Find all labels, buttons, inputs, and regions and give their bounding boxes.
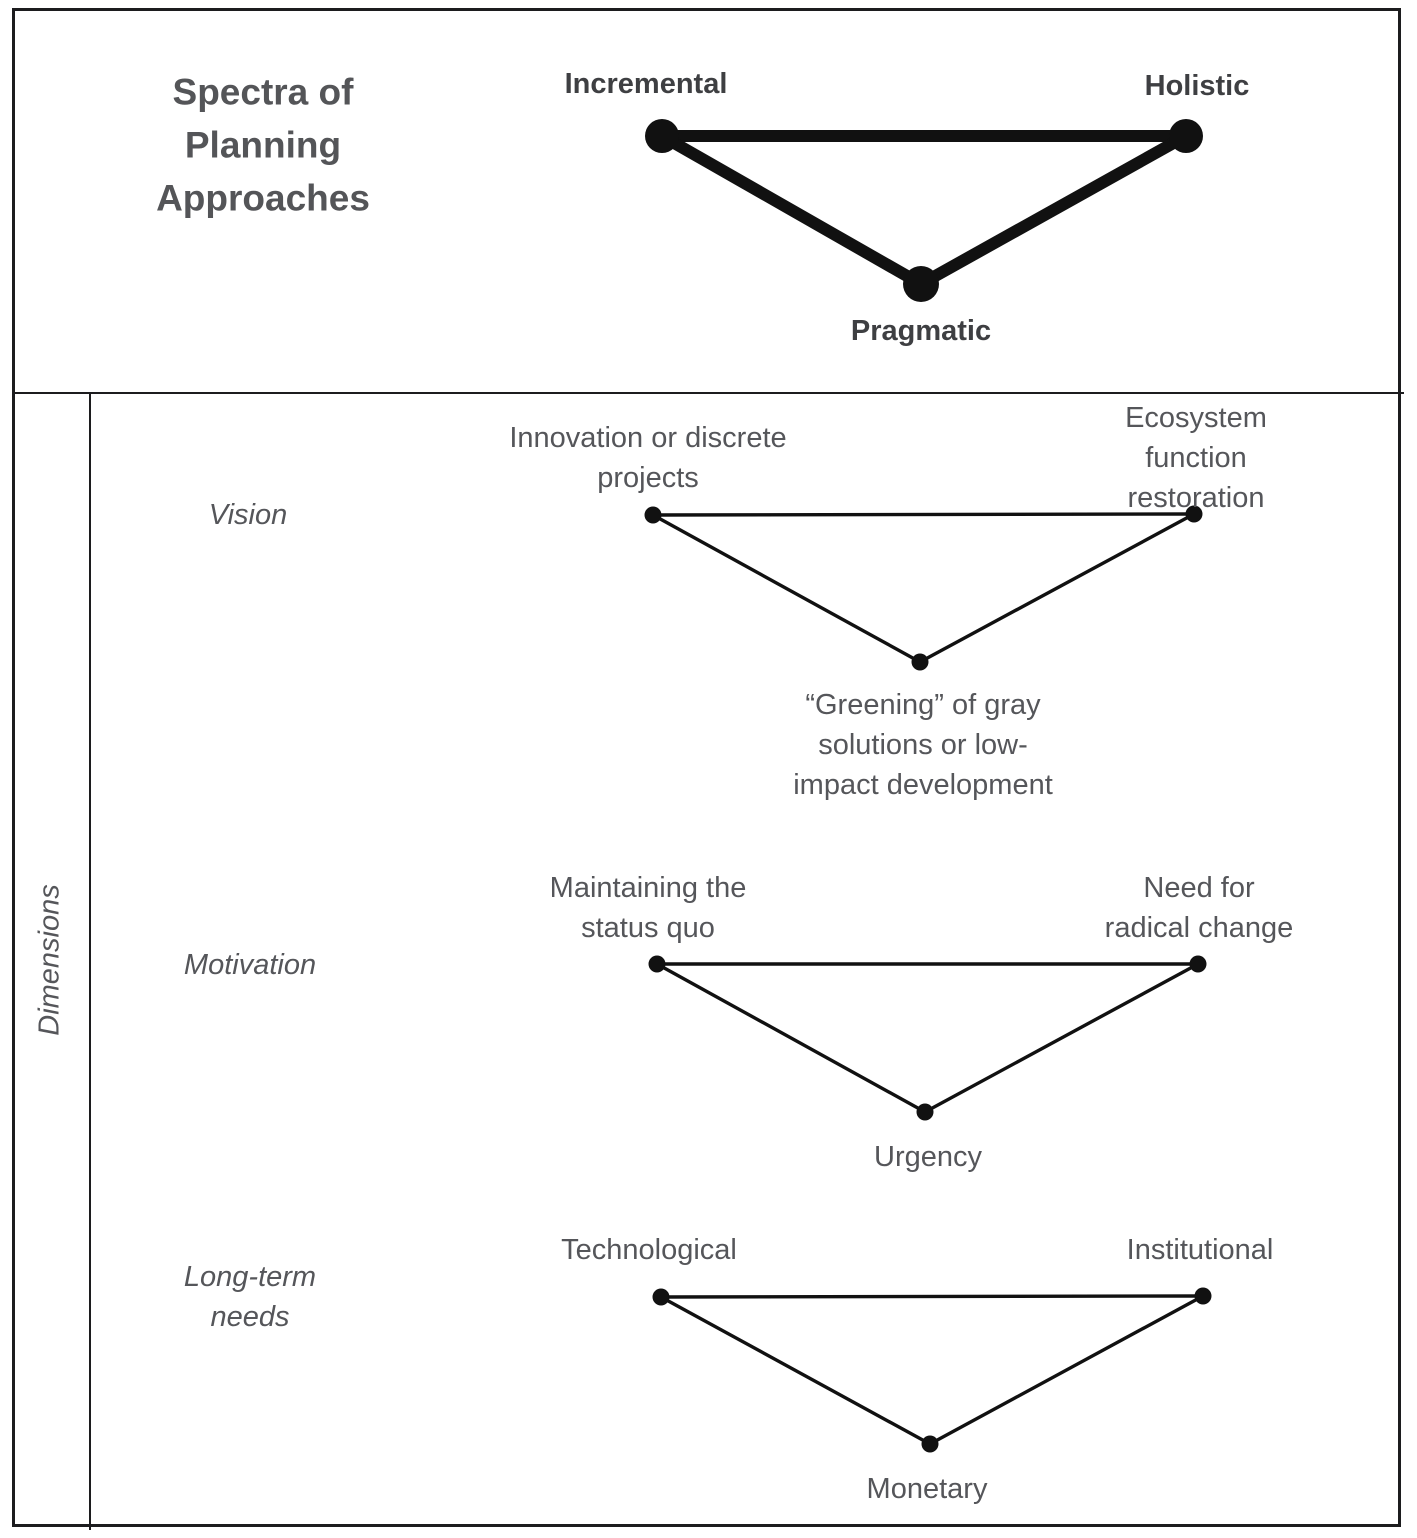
motivation-left-label: Maintaining the status quo [549,871,747,944]
row-label-vision: Vision [208,498,288,531]
dimensions-axis-label: Dimensions [33,884,66,1036]
figure-border [12,8,1401,1527]
vision-bottom-label: “Greening” of gray solutions or low- imp… [793,688,1053,802]
motivation-bottom-label: Urgency [874,1140,982,1173]
vision-left-label: Innovation or discrete projects [509,421,787,494]
figure-title: Spectra of Planning Approaches [156,71,370,219]
spectrum-left-label: Incremental [564,67,728,100]
row-label-motivation: Motivation [183,948,317,981]
dimensions-column-line [89,393,91,1530]
longterm-bottom-label: Monetary [866,1472,988,1505]
section-divider-line [12,392,1404,394]
row-label-long-term-needs: Long-term needs [183,1260,317,1333]
longterm-left-label: Technological [561,1233,737,1266]
spectrum-bottom-label: Pragmatic [850,314,992,347]
spectrum-right-label: Holistic [1144,69,1250,102]
motivation-right-label: Need for radical change [1104,871,1294,944]
vision-right-label: Ecosystem function restoration [1125,401,1267,515]
longterm-right-label: Institutional [1126,1233,1274,1266]
